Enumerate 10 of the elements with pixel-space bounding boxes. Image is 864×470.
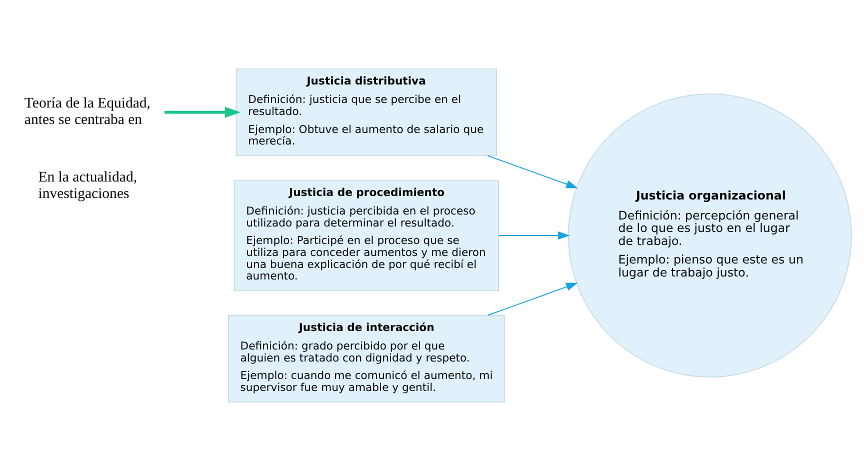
node-box: Justicia de interacción Definición: grado percibido por el que alguien es tratado con dignidad y respeto. Ejemplo: cuando me comunicó el aumento, mi supervisor fue muy amable y gentil.: [228, 314, 505, 402]
node-text: Teoría de la Equidad, antes se centraba en: [24, 94, 150, 128]
label: En la actualidad, investigaciones: [38, 168, 138, 202]
node-circle: Justicia organizacional Definición: percepción general de lo que es justo en el lugar de trabajo. Ejemplo: pienso que este es un lugar de trabajo justo.: [568, 93, 852, 377]
arrow: [498, 230, 570, 240]
arrow: [164, 106, 241, 118]
arrow: [487, 154, 578, 188]
arrow: [487, 282, 578, 316]
node-box: Justicia de procedimiento Definición: justicia percibida en el proceso utilizado para determinar el resultado. Ejemplo: Participé en el proceso que se utiliza para conceder aumentos y me dieron una buena explicación de por qué recibí el aumento.: [234, 179, 499, 291]
node-box: Justicia distributiva Definición: justicia que se percibe en el resultado. Ejemplo: Obtuve el aumento de salario que merecía.: [236, 68, 497, 156]
